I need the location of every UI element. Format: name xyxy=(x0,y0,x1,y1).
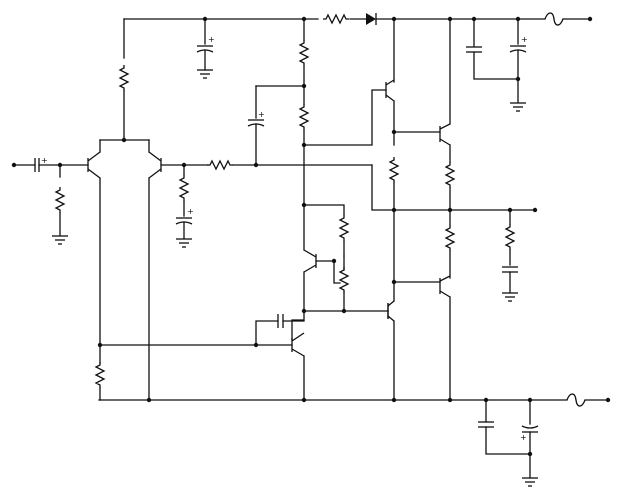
pos-supply-cap-polarity: + xyxy=(521,35,528,44)
voltage-amplifier-stage: + xyxy=(99,18,389,401)
output-stage xyxy=(322,13,538,401)
differential-pair: + xyxy=(87,18,373,401)
decoupling-cap-top: + xyxy=(196,18,215,79)
supply-rails xyxy=(98,12,609,407)
input-network: + xyxy=(11,156,89,245)
supply-decoupling: + + xyxy=(466,16,611,487)
neg-supply-cap-polarity: + xyxy=(520,433,527,442)
input-cap-polarity: + xyxy=(41,156,48,165)
top-cap-polarity: + xyxy=(208,35,215,44)
bootstrap-cap-polarity: + xyxy=(258,110,265,119)
feedback-cap-polarity: + xyxy=(187,207,194,216)
junction-dots xyxy=(57,16,533,457)
